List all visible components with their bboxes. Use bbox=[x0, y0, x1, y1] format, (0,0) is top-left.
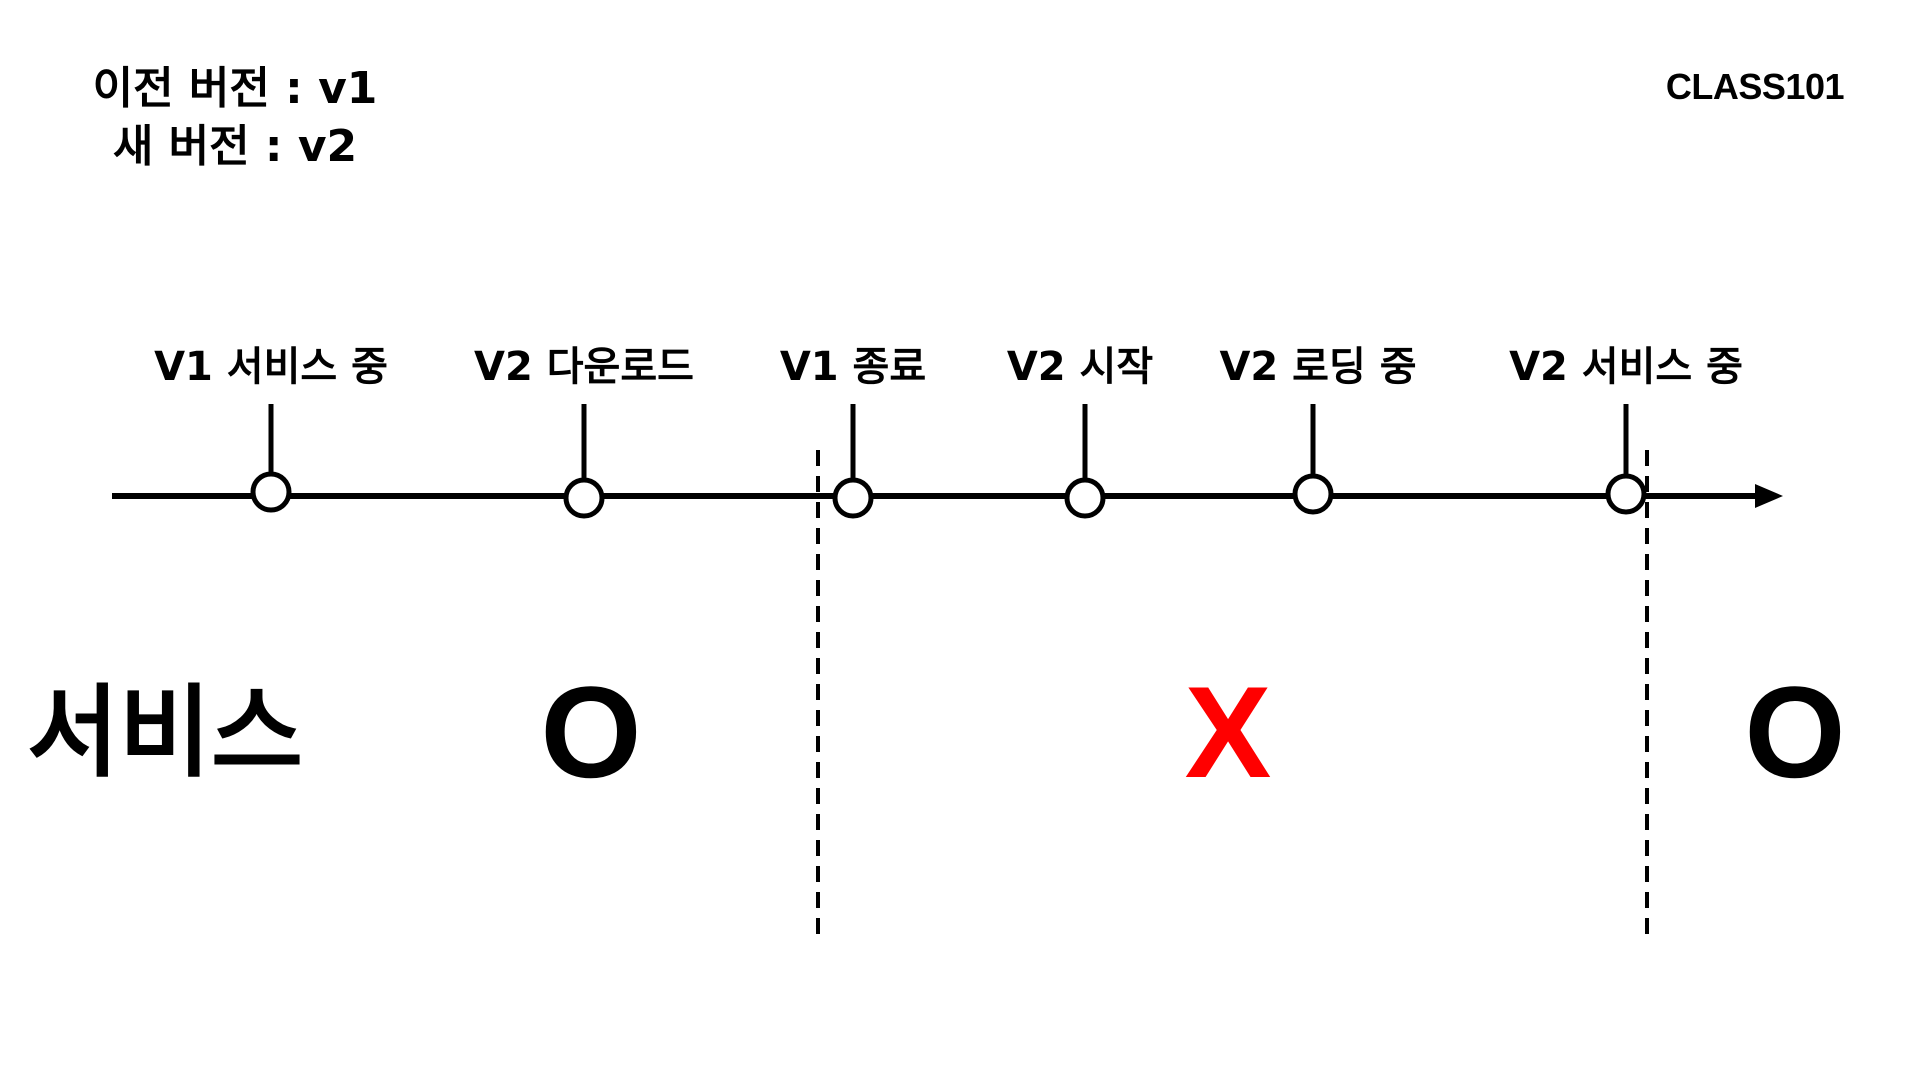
event-label: V2 시작 bbox=[1007, 344, 1154, 390]
event-label: V1 서비스 중 bbox=[154, 344, 388, 390]
event-node bbox=[1064, 477, 1106, 519]
timeline-event-v1-serving: V1 서비스 중 bbox=[154, 344, 388, 513]
event-label: V2 서비스 중 bbox=[1509, 344, 1743, 390]
event-label: V1 종료 bbox=[780, 344, 926, 390]
event-node bbox=[250, 471, 292, 513]
timeline-arrow-head bbox=[1755, 484, 1783, 508]
timeline-event-v2-serving: V2 서비스 중 bbox=[1509, 344, 1743, 515]
timeline-event-v2-start: V2 시작 bbox=[1007, 344, 1154, 519]
service-status-before: O bbox=[540, 659, 641, 805]
version-info: 이전 버전 : v1 새 버전 : v2 bbox=[70, 60, 400, 176]
timeline-event-v1-stop: V1 종료 bbox=[780, 344, 926, 519]
timeline-event-v2-loading: V2 로딩 중 bbox=[1219, 344, 1417, 515]
brand-logo: CLASS101 bbox=[1665, 66, 1845, 107]
old-version-label: 이전 버전 : v1 bbox=[92, 63, 378, 114]
timeline-event-v2-download: V2 다운로드 bbox=[474, 344, 694, 519]
service-status-during: X bbox=[1185, 659, 1272, 805]
service-status-after: O bbox=[1744, 659, 1845, 805]
service-row-title: 서비스 bbox=[27, 674, 303, 791]
event-node bbox=[1605, 473, 1647, 515]
event-label: V2 다운로드 bbox=[474, 344, 694, 390]
event-node bbox=[832, 477, 874, 519]
event-node bbox=[563, 477, 605, 519]
new-version-label: 새 버전 : v2 bbox=[112, 121, 358, 172]
event-node bbox=[1292, 473, 1334, 515]
event-label: V2 로딩 중 bbox=[1219, 344, 1416, 390]
